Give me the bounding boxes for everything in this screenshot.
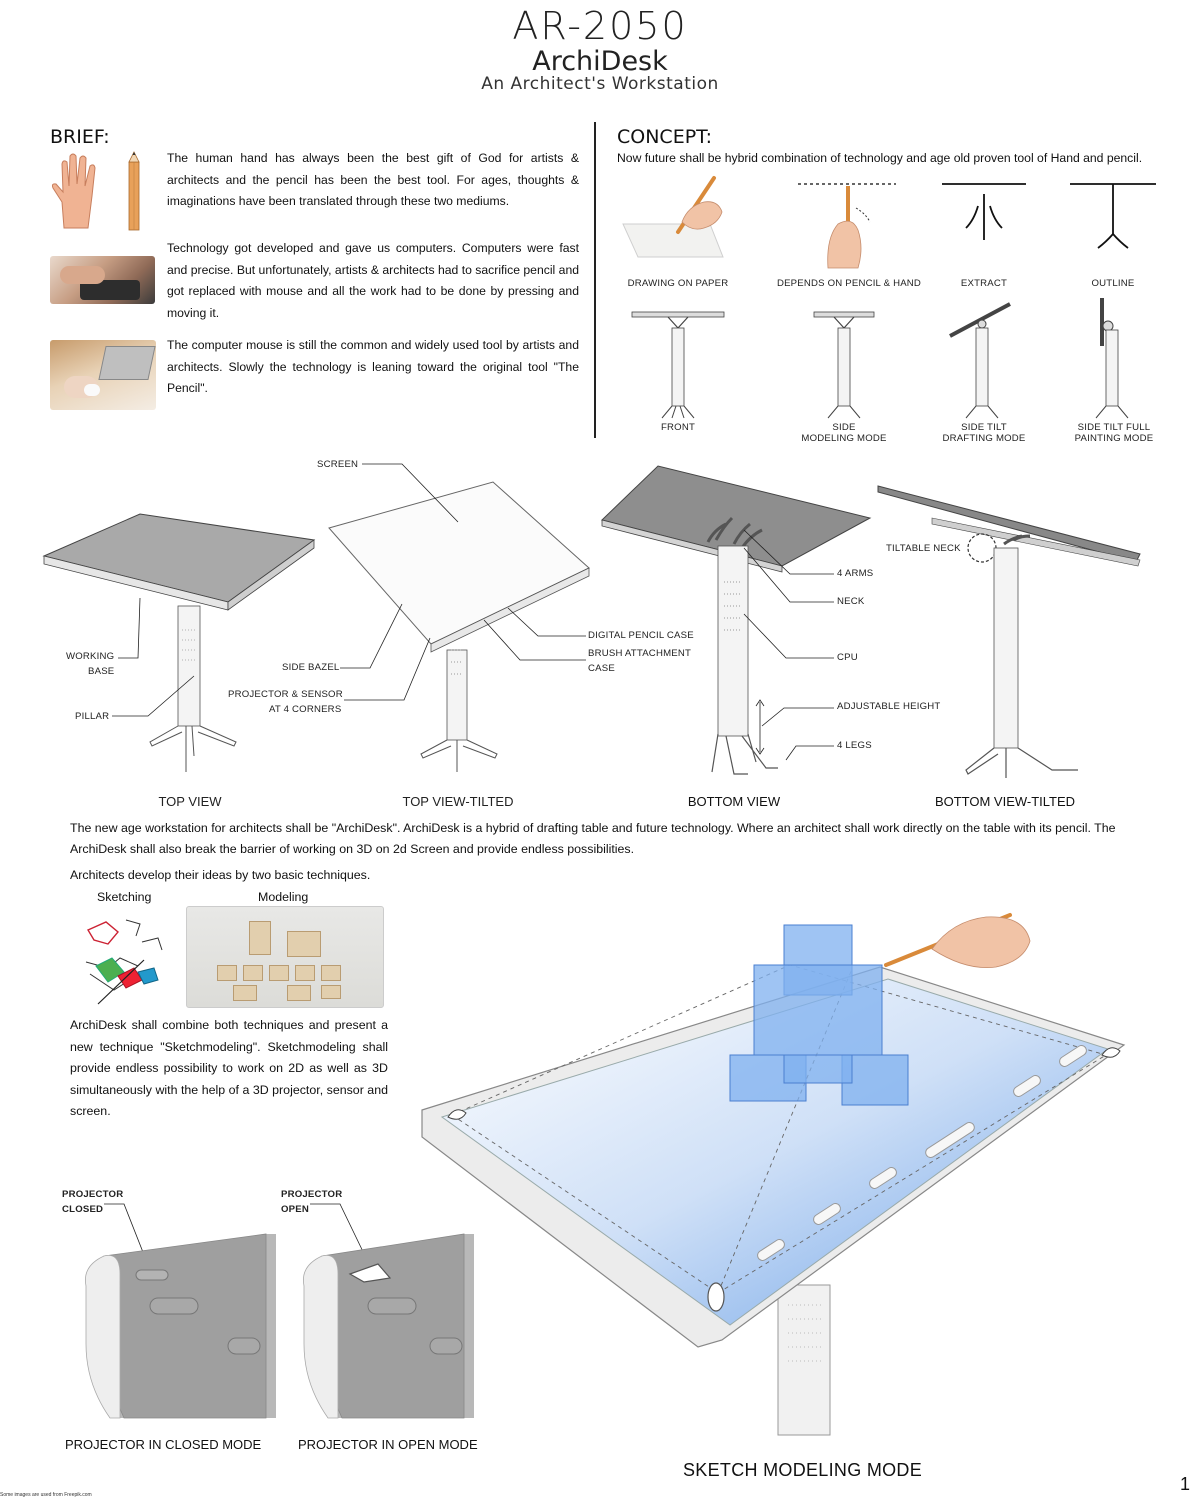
side-tilt-full-painting-elevation bbox=[1095, 298, 1129, 419]
section-divider bbox=[594, 122, 596, 438]
label-working-base-2: BASE bbox=[88, 666, 115, 677]
brief-paragraph-3: The computer mouse is still the common a… bbox=[167, 338, 579, 395]
body-paragraph-3: ArchiDesk shall combine both techniques … bbox=[70, 1018, 388, 1118]
body-paragraph-1: The new age workstation for architects s… bbox=[70, 821, 1116, 856]
label-brush-2: CASE bbox=[588, 663, 615, 674]
sketching-illustration bbox=[85, 919, 163, 1005]
pencil-hand-illustration bbox=[798, 183, 896, 269]
label-tiltable-neck: TILTABLE NECK bbox=[886, 543, 961, 554]
caption-top-view: TOP VIEW bbox=[158, 794, 222, 809]
side-tilt-drafting-elevation bbox=[949, 302, 1011, 419]
brief-paragraph-1: The human hand has always been the best … bbox=[167, 151, 579, 208]
modeling-label: Modeling bbox=[258, 890, 309, 904]
concept-heading: CONCEPT: bbox=[617, 126, 713, 148]
label-projector-open-1: PROJECTOR bbox=[281, 1189, 343, 1200]
projector-open-detail bbox=[303, 1233, 474, 1419]
typing-hands-photo bbox=[50, 256, 155, 304]
caption-bottom-view: BOTTOM VIEW bbox=[687, 794, 781, 809]
project-code: AR-2050 bbox=[512, 4, 688, 48]
label-screen: SCREEN bbox=[317, 459, 359, 470]
bottom-view-tilted-drawing bbox=[877, 485, 1141, 778]
label-projector-closed-2: CLOSED bbox=[62, 1204, 104, 1215]
drawing-on-paper-illustration bbox=[622, 176, 724, 258]
extract-symbol bbox=[942, 183, 1026, 240]
sketch-modeling-illustration bbox=[421, 913, 1126, 1436]
label-side-bazel: SIDE BAZEL bbox=[282, 662, 340, 673]
label-legs: 4 LEGS bbox=[837, 740, 872, 751]
label-projector-1: PROJECTOR & SENSOR bbox=[228, 689, 343, 700]
projector-closed-detail bbox=[85, 1233, 276, 1419]
modeling-photo bbox=[186, 906, 384, 1008]
side-modeling-elevation bbox=[813, 311, 875, 419]
label-pillar: PILLAR bbox=[75, 711, 110, 722]
label-projector-2: AT 4 CORNERS bbox=[269, 704, 342, 715]
hand-icon bbox=[51, 153, 96, 229]
concept-label-drawing: DRAWING ON PAPER bbox=[627, 278, 729, 289]
image-credit: Some images are used from Freepik.com bbox=[0, 1492, 92, 1498]
caption-projector-open: PROJECTOR IN OPEN MODE bbox=[298, 1437, 478, 1452]
brief-heading: BRIEF: bbox=[50, 126, 110, 148]
label-projector-closed-1: PROJECTOR bbox=[62, 1189, 124, 1200]
label-pencil-case: DIGITAL PENCIL CASE bbox=[588, 630, 694, 641]
project-name: ArchiDesk bbox=[532, 46, 668, 77]
label-cpu: CPU bbox=[837, 652, 858, 663]
bottom-view-drawing bbox=[601, 465, 872, 775]
label-working-base-1: WORKING bbox=[66, 651, 115, 662]
project-tagline: An Architect's Workstation bbox=[481, 74, 719, 94]
top-view-drawing bbox=[42, 513, 316, 772]
sketching-label: Sketching bbox=[97, 890, 152, 904]
pencil-icon bbox=[128, 151, 140, 231]
label-adjustable-height: ADJUSTABLE HEIGHT bbox=[837, 701, 941, 712]
brief-paragraph-2: Technology got developed and gave us com… bbox=[167, 241, 579, 320]
outline-symbol bbox=[1070, 183, 1156, 249]
page-number: 1 bbox=[1180, 1474, 1191, 1494]
front-elevation-drawing bbox=[631, 311, 725, 419]
mouse-laptop-photo bbox=[50, 340, 156, 410]
concept-label-outline: OUTLINE bbox=[1091, 278, 1135, 289]
caption-bottom-view-tilted: BOTTOM VIEW-TILTED bbox=[934, 794, 1076, 809]
label-neck: NECK bbox=[837, 596, 865, 607]
concept-label-extract: EXTRACT bbox=[960, 278, 1008, 289]
concept-label-front: FRONT bbox=[660, 422, 696, 433]
label-brush-1: BRUSH ATTACHMENT bbox=[588, 648, 692, 659]
label-projector-open-2: OPEN bbox=[281, 1204, 309, 1215]
concept-label-depends: DEPENDS ON PENCIL & HAND bbox=[776, 278, 922, 289]
concept-intro: Now future shall be hybrid combination o… bbox=[617, 151, 1143, 165]
view-callout-lines bbox=[112, 463, 834, 761]
body-paragraph-2: Architects develop their ideas by two ba… bbox=[70, 868, 371, 882]
caption-sketch-modeling-mode: SKETCH MODELING MODE bbox=[683, 1460, 923, 1480]
caption-top-view-tilted: TOP VIEW-TILTED bbox=[402, 794, 514, 809]
caption-projector-closed: PROJECTOR IN CLOSED MODE bbox=[65, 1437, 262, 1452]
label-arms: 4 ARMS bbox=[837, 568, 874, 579]
